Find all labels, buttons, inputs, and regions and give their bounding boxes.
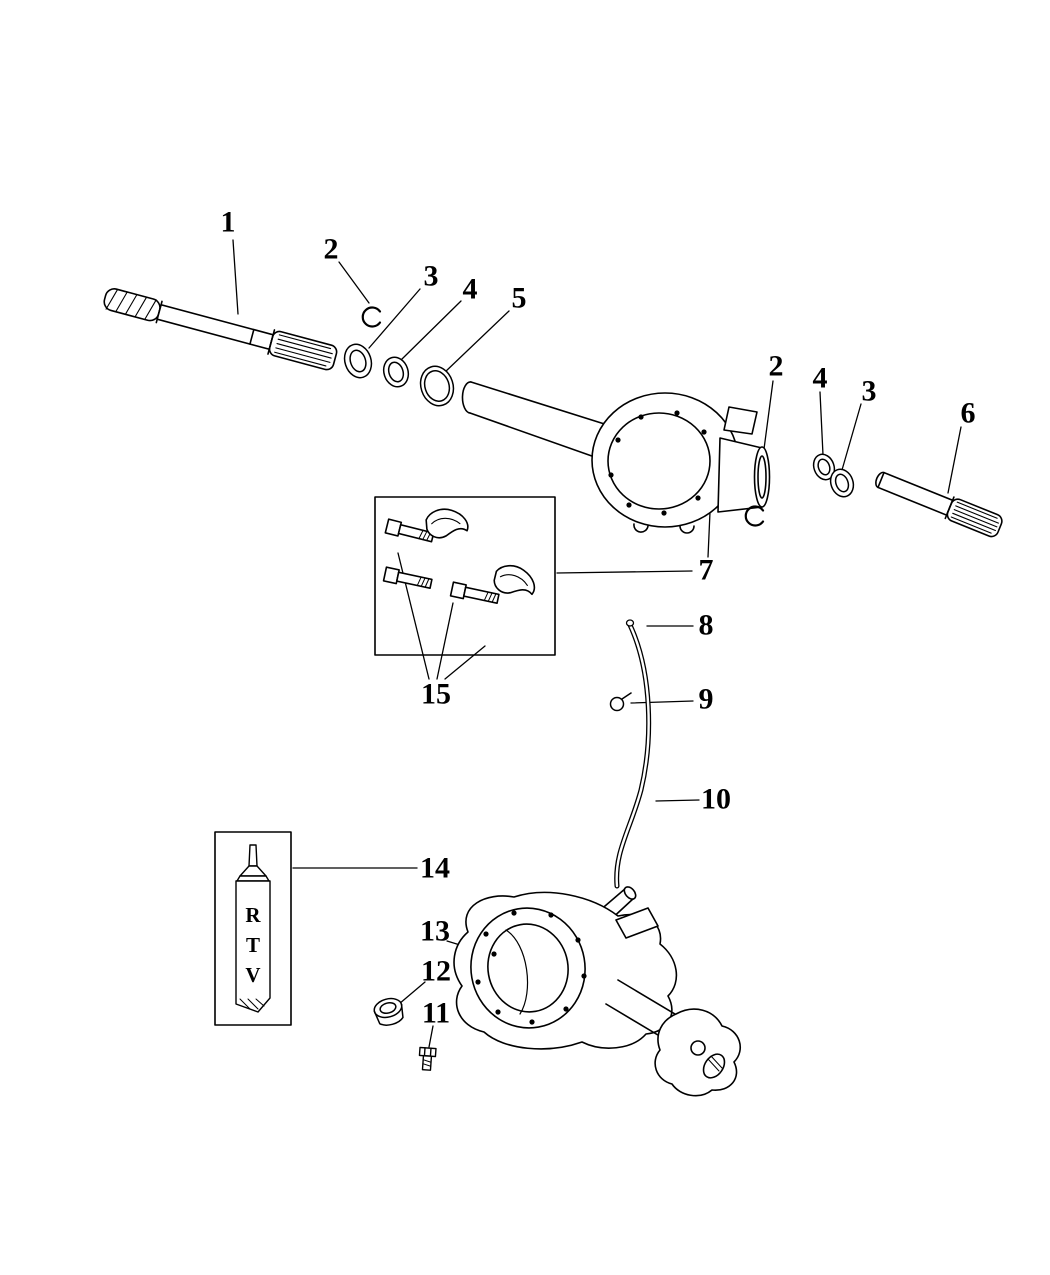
callout-9: 9 bbox=[699, 683, 714, 716]
callout-1: 1 bbox=[221, 206, 236, 239]
cover-bolt bbox=[418, 1046, 437, 1071]
fill-plug bbox=[373, 997, 404, 1026]
callout-6: 6 bbox=[961, 397, 976, 430]
callout-15: 15 bbox=[421, 678, 451, 711]
axle-housing-front bbox=[461, 381, 771, 534]
callout-3a: 3 bbox=[424, 260, 439, 293]
vent-hose bbox=[614, 619, 652, 889]
axle-shaft-right bbox=[875, 471, 1003, 538]
bushing-right bbox=[812, 453, 836, 481]
rtv-letter-t: T bbox=[246, 933, 260, 957]
clamp-wedge-1 bbox=[425, 508, 469, 539]
callout-4a: 4 bbox=[463, 273, 478, 306]
carrier-bolt-3 bbox=[449, 581, 500, 604]
snap-ring-left bbox=[361, 306, 382, 328]
callout-3b: 3 bbox=[862, 375, 877, 408]
snap-ring-right bbox=[744, 505, 765, 527]
hose-clip bbox=[609, 692, 632, 712]
hardware-detail-box bbox=[374, 496, 556, 656]
rtv-detail-box bbox=[214, 831, 292, 1026]
seal-left bbox=[343, 343, 373, 379]
callout-2a: 2 bbox=[324, 233, 339, 266]
front-axle-assembly bbox=[453, 886, 742, 1097]
carrier-bolt-2 bbox=[382, 566, 433, 589]
seal-right bbox=[829, 468, 855, 498]
rtv-tube: R T V bbox=[235, 844, 271, 1013]
callout-10: 10 bbox=[701, 783, 731, 816]
rtv-letter-r: R bbox=[245, 903, 261, 927]
callout-14: 14 bbox=[420, 852, 450, 885]
callout-4b: 4 bbox=[813, 362, 828, 395]
carrier-bolt-1 bbox=[384, 518, 435, 543]
callout-5: 5 bbox=[512, 282, 527, 315]
rtv-letter-v: V bbox=[245, 963, 260, 987]
clamp-wedge-2 bbox=[493, 564, 536, 596]
callout-7: 7 bbox=[699, 554, 714, 587]
retainer-ring bbox=[419, 365, 455, 407]
axle-shaft-left bbox=[103, 288, 338, 371]
callout-12: 12 bbox=[421, 955, 451, 988]
callout-13: 13 bbox=[420, 915, 450, 948]
callout-8: 8 bbox=[699, 609, 714, 642]
leader-lines bbox=[232, 239, 962, 1048]
bushing-left bbox=[382, 356, 410, 388]
callout-11: 11 bbox=[422, 997, 450, 1030]
callout-2b: 2 bbox=[769, 350, 784, 383]
